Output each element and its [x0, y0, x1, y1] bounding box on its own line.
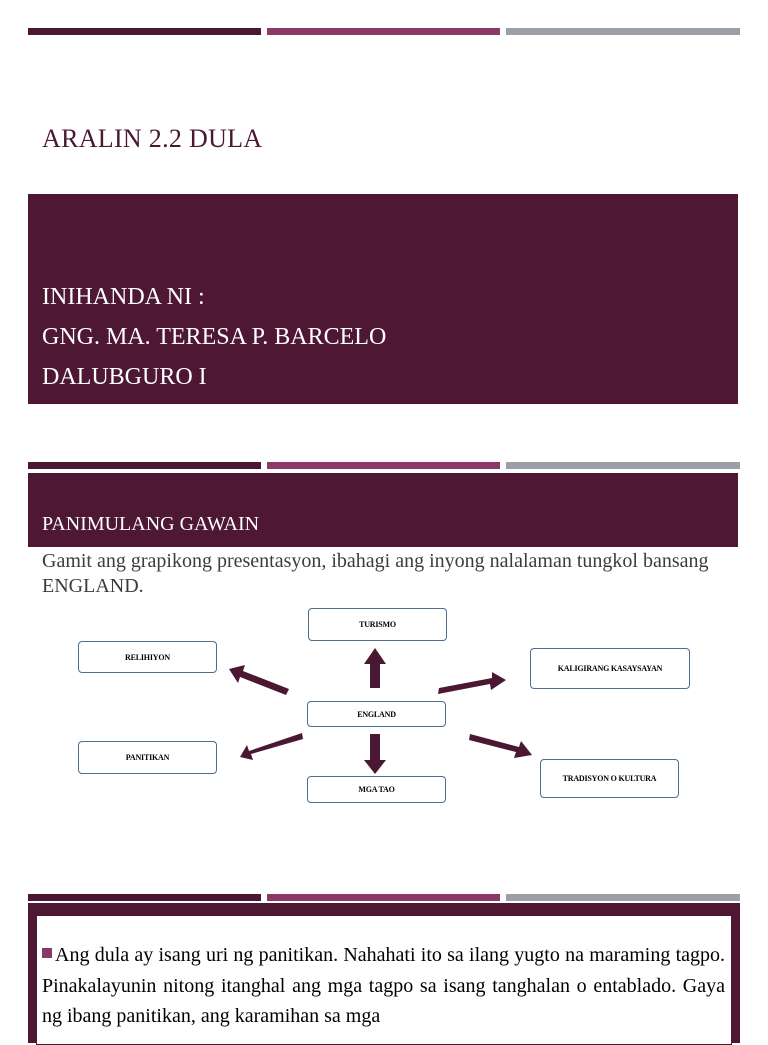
arrow-lower-left-icon — [240, 733, 303, 760]
arrow-upper-right-icon — [438, 672, 506, 694]
stripe-plum — [267, 894, 500, 901]
slide2-header-box: PANIMULANG GAWAIN — [28, 473, 738, 547]
stripe-gray — [506, 28, 740, 35]
author-position: DALUBGURO I — [42, 364, 207, 390]
arrow-lower-right-icon — [469, 734, 532, 758]
node-england: ENGLAND — [307, 701, 446, 727]
stripe-dark — [28, 894, 261, 901]
square-bullet-icon — [42, 948, 52, 958]
slide3-stripe-bar — [28, 894, 740, 901]
arrow-down-icon — [364, 734, 386, 774]
arrow-upper-left-icon — [229, 665, 289, 695]
stripe-gray — [506, 894, 740, 901]
top-stripe-bar — [28, 28, 740, 35]
node-turismo: TURISMO — [308, 608, 447, 641]
author-box: INIHANDA NI : GNG. MA. TERESA P. BARCELO… — [28, 194, 738, 404]
node-tradisyon-o-kultura: TRADISYON O KULTURA — [540, 759, 679, 798]
stripe-gray — [506, 462, 740, 469]
diagram-arrows — [229, 648, 532, 774]
node-relihiyon: RELIHIYON — [78, 641, 217, 673]
stripe-dark — [28, 28, 261, 35]
graphic-organizer: TURISMO RELIHIYON KALIGIRANG KASAYSAYAN … — [0, 600, 768, 820]
node-mga-tao: MGA TAO — [307, 776, 446, 803]
stripe-dark — [28, 462, 261, 469]
node-panitikan: PANITIKAN — [78, 741, 217, 774]
slide3-content-panel — [36, 915, 732, 1045]
stripe-plum — [267, 28, 500, 35]
slide-title: ARALIN 2.2 DULA — [42, 124, 263, 153]
intro-text: Gamit ang grapikong presentasyon, ibahag… — [42, 550, 709, 597]
stripe-plum — [267, 462, 500, 469]
definition-text: Ang dula ay isang uri ng panitikan. Naha… — [42, 944, 725, 1027]
node-kaligirang-kasaysayan: KALIGIRANG KASAYSAYAN — [530, 648, 690, 689]
slide2-stripe-bar — [28, 462, 740, 469]
author-name: GNG. MA. TERESA P. BARCELO — [42, 324, 387, 350]
definition-paragraph: Ang dula ay isang uri ng panitikan. Naha… — [42, 940, 725, 1032]
arrow-up-icon — [364, 648, 386, 688]
prepared-by-label: INIHANDA NI : — [42, 284, 205, 310]
slide2-heading: PANIMULANG GAWAIN — [42, 513, 260, 535]
